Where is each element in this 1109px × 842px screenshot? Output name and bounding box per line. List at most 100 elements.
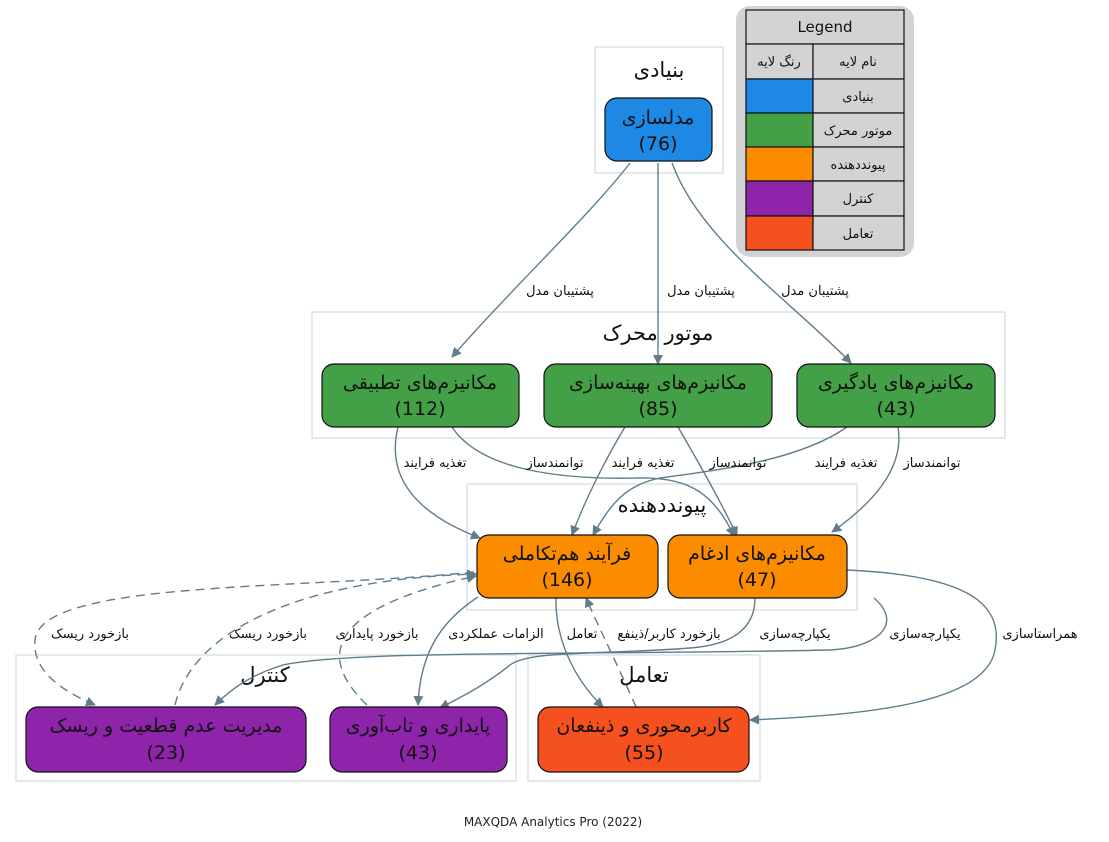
node-count: (146) xyxy=(541,569,592,591)
legend-header-name: نام لایه xyxy=(839,55,877,70)
legend-swatch xyxy=(745,78,814,114)
node-resilience[interactable]: پایداری و تاب‌آوری (43) xyxy=(329,706,508,773)
node-optimization-mechanisms[interactable]: مکانیزم‌های بهینه‌سازی (85) xyxy=(543,363,773,428)
edge-label-user-feedback: بازخورد کاربر/ذینفع xyxy=(617,627,720,642)
edges xyxy=(34,162,997,725)
edge-coevolution-stakeholder xyxy=(555,597,604,708)
node-count: (23) xyxy=(146,742,185,764)
edge-resilience-coevolution xyxy=(338,573,477,706)
edge-label-risk-feedback-2: بازخورد ریسک xyxy=(229,627,307,642)
cluster-connector: پیونددهنده xyxy=(466,483,858,611)
node-box xyxy=(537,706,750,773)
node-box xyxy=(329,706,508,773)
node-label: فرآیند هم‌تکاملی xyxy=(503,541,631,565)
edge-applied-integration xyxy=(451,426,735,537)
node-label: مدلسازی xyxy=(622,107,695,129)
node-label: کاربرمحوری و ذینفعان xyxy=(556,715,732,737)
edge-coevolution-uncertainty xyxy=(34,571,475,707)
node-label: مکانیزم‌های تطبیقی xyxy=(343,372,497,394)
node-applied-mechanisms[interactable]: مکانیزم‌های تطبیقی (112) xyxy=(321,363,520,428)
node-label: مکانیزم‌های ادغام xyxy=(688,543,826,565)
node-count: (76) xyxy=(638,133,677,155)
legend-row-control: کنترل xyxy=(745,180,905,217)
edge-labels: پشتیبان مدل پشتیبان مدل پشتیبان مدل تغذی… xyxy=(51,284,1078,642)
legend-label: کنترل xyxy=(843,192,874,207)
node-count: (85) xyxy=(638,398,677,420)
node-learning-mechanisms[interactable]: مکانیزم‌های یادگیری (43) xyxy=(796,363,996,428)
legend-label: پیونددهنده xyxy=(831,158,886,173)
legend-swatch xyxy=(745,180,814,217)
legend-row-foundation: بنیادی xyxy=(745,78,905,114)
legend-swatch xyxy=(745,215,814,251)
node-count: (55) xyxy=(624,742,663,764)
node-count: (47) xyxy=(737,569,776,591)
cluster-interaction: تعامل xyxy=(527,654,761,782)
edge-uncertainty-coevolution xyxy=(174,569,477,706)
node-modeling[interactable]: مدلسازی (76) xyxy=(604,97,713,162)
edge-label-performance: الزامات عملکردی xyxy=(448,627,544,642)
node-box xyxy=(604,97,713,162)
edge-optimization-coevolution xyxy=(570,426,626,536)
node-count: (43) xyxy=(398,742,437,764)
edge-applied-coevolution xyxy=(394,426,481,540)
node-integration-mechanisms[interactable]: مکانیزم‌های ادغام (47) xyxy=(667,534,848,599)
edge-label-integration-1: یکپارچه‌سازی xyxy=(759,627,831,642)
edge-label-integration-2: یکپارچه‌سازی xyxy=(889,627,961,642)
node-label: مکانیزم‌های بهینه‌سازی xyxy=(569,372,747,394)
edge-stakeholder-coevolution xyxy=(585,597,637,708)
edge-coevolution-resilience xyxy=(413,596,479,706)
edge-label-enable-1: توانمندساز xyxy=(526,456,584,471)
node-stakeholder[interactable]: کاربرمحوری و ذینفعان (55) xyxy=(537,706,750,773)
edge-integration-stakeholder xyxy=(749,569,997,725)
node-box xyxy=(667,534,848,599)
edge-label-feed-2: تغذیه فرایند xyxy=(612,456,675,471)
edge-label-interaction: تعامل xyxy=(567,627,598,642)
legend-swatch xyxy=(745,146,814,182)
legend-label: بنیادی xyxy=(842,90,873,105)
node-box xyxy=(796,363,996,428)
edge-label-support-1: پشتیبان مدل xyxy=(526,284,594,299)
node-coevolution-process[interactable]: فرآیند هم‌تکاملی (146) xyxy=(476,534,659,599)
edge-modeling-applied xyxy=(451,162,631,358)
legend-row-interaction: تعامل xyxy=(745,215,905,251)
cluster-title-control: کنترل xyxy=(240,663,290,687)
node-label: پایداری و تاب‌آوری xyxy=(346,713,490,737)
legend-label: موتور محرک xyxy=(824,124,893,139)
cluster-title-connector: پیونددهنده xyxy=(618,493,707,517)
node-label: مدیریت عدم قطعیت و ریسک xyxy=(50,715,283,737)
edge-label-feed-3: تغذیه فرایند xyxy=(815,456,878,471)
edge-label-enable-2: توانمندساز xyxy=(709,456,767,471)
cluster-title-interaction: تعامل xyxy=(619,663,669,687)
edge-label-support-2: پشتیبان مدل xyxy=(667,284,735,299)
edge-label-support-3: پشتیبان مدل xyxy=(781,284,849,299)
edge-learning-integration xyxy=(831,426,900,533)
cluster-foundation: بنیادی xyxy=(594,46,724,174)
edge-label-alignment: همراستاسازی xyxy=(1002,627,1077,642)
edge-label-enable-3: توانمندساز xyxy=(903,456,961,471)
node-uncertainty-risk[interactable]: مدیریت عدم قطعیت و ریسک (23) xyxy=(25,706,307,773)
node-count: (112) xyxy=(394,398,445,420)
legend-label: تعامل xyxy=(843,227,874,242)
cluster-title-foundation: بنیادی xyxy=(634,58,685,82)
legend-row-engine: موتور محرک xyxy=(745,112,905,148)
legend-swatch xyxy=(745,112,814,148)
node-box xyxy=(321,363,520,428)
legend-title: Legend xyxy=(797,18,852,36)
node-count: (43) xyxy=(876,398,915,420)
node-label: مکانیزم‌های یادگیری xyxy=(818,371,974,394)
legend-header-color: رنگ لایه xyxy=(757,54,801,70)
node-box xyxy=(25,706,307,773)
edge-label-stability-feedback: بازخورد پایداری xyxy=(336,627,419,642)
edge-integration-uncertainty xyxy=(214,597,888,706)
edge-label-feed-1: تغذیه فرایند xyxy=(404,456,467,471)
footer-credit: MAXQDA Analytics Pro (2022) xyxy=(464,815,642,829)
edge-optimization-integration xyxy=(677,426,738,537)
edge-modeling-learning xyxy=(671,162,852,364)
edge-learning-coevolution xyxy=(592,426,848,536)
legend-row-connector: پیونددهنده xyxy=(745,146,905,182)
edge-label-risk-feedback-1: بازخورد ریسک xyxy=(51,627,129,642)
node-box xyxy=(476,534,659,599)
cluster-control: کنترل xyxy=(15,654,517,782)
legend: Legend رنگ لایه نام لایه بنیادی موتور مح… xyxy=(736,6,914,257)
